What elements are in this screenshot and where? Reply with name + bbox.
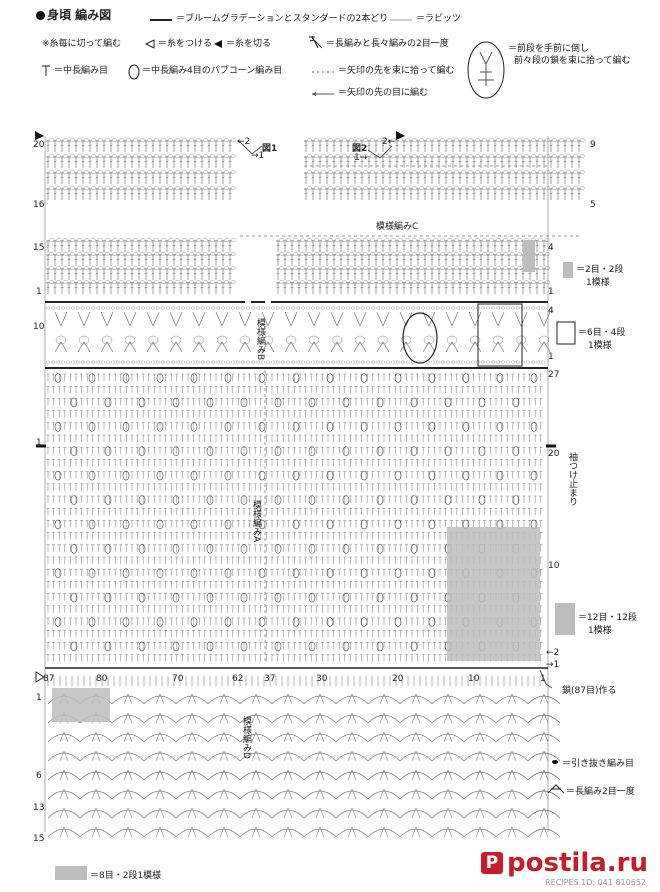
- cut-icon: [396, 131, 405, 140]
- legend-bundle: ＝矢印の先を束に拾って編む: [338, 66, 455, 76]
- fig2-arrow-b: 1→: [354, 153, 368, 163]
- fig1-arrow-b: →1: [251, 151, 265, 161]
- row-number-right: 9: [590, 140, 596, 150]
- stitch-count: 20: [392, 674, 404, 684]
- legend-dc-tr2tog: ＝長編みと長々編みの2目一度: [326, 39, 449, 49]
- row-number-left: 15: [33, 834, 45, 844]
- stitch-count: 30: [316, 674, 328, 684]
- legend-fold-2: 前々段の鎖を束に拾って編む: [514, 56, 631, 66]
- row-number-right: 4: [548, 306, 554, 316]
- legend-swatch-d: [55, 866, 87, 880]
- row-number-left: 15: [33, 243, 45, 253]
- postila-logo-icon: P: [481, 852, 504, 874]
- row-number-right: 4: [548, 243, 554, 253]
- legend-hdc: ＝中長編み目: [54, 66, 109, 76]
- pattern-d-label: 模様編みD: [241, 716, 251, 759]
- chain-label: 鎖(87目)作る: [562, 686, 617, 696]
- fold-oval-icon: [467, 41, 505, 99]
- fig2-arrow-a: 2←: [382, 137, 396, 147]
- fig1-label: 図1: [262, 144, 278, 154]
- stitch-count: 87: [43, 674, 55, 684]
- row-number-left: 10: [33, 322, 45, 332]
- row-number-left: 1: [36, 438, 42, 448]
- pattern-b-label: 模様編みB: [255, 318, 265, 361]
- row-number-right: →1: [546, 660, 560, 670]
- watermark-sub: RECIPES 1D: 041 810652: [545, 878, 646, 887]
- stitch-count: 1: [540, 674, 546, 684]
- row-number-right: 10: [548, 561, 560, 571]
- row-number-left: 6: [36, 771, 42, 781]
- row-number-left: 1: [36, 693, 42, 703]
- bullet-icon: [36, 11, 45, 20]
- legend-fold-1: ＝前段を手前に倒し: [508, 44, 590, 54]
- hdc-icon: [42, 65, 50, 76]
- repeat-box-c: [523, 240, 535, 272]
- stitch-count: 62: [232, 674, 244, 684]
- legend-popcorn: ＝中長編み4目のパプコーン編み目: [142, 66, 283, 76]
- legend-gradation: ＝ブルームグラデーションとスタンダードの2本どり: [176, 14, 389, 24]
- legend-swatch-b: [556, 321, 576, 345]
- legend-cut-each-row: ※糸毎に切って編む: [42, 39, 122, 49]
- repeat-box-a: [447, 527, 540, 661]
- popcorn-icon: [128, 64, 140, 80]
- fig2-label: 図2: [352, 144, 368, 154]
- sleeve-label: 袖つけ止まり: [567, 452, 577, 506]
- row-number-right: 1: [548, 287, 554, 297]
- fold-oval: [402, 312, 438, 364]
- diagram-title: 身頃 編み図: [36, 6, 111, 23]
- row-number-right: 1: [548, 352, 554, 362]
- legend-into-stitch: ＝矢印の先の目に編む: [338, 88, 429, 98]
- cut-icon: [214, 40, 222, 48]
- legend-swatch-a: [555, 603, 575, 635]
- attach-icon: [144, 39, 155, 49]
- legend-cut: ＝糸を切る: [226, 39, 272, 49]
- legend-rabiz: ＝ラビッツ: [416, 14, 462, 24]
- fig1-arrow-a: ←2: [237, 137, 251, 147]
- repeat-box-d: [52, 688, 110, 722]
- dc2tog-icon: [547, 784, 565, 794]
- row-number-left: 1: [36, 287, 42, 297]
- dc-tr2tog-icon: [309, 35, 323, 49]
- attach-icon: [35, 671, 45, 683]
- pattern-c-label: 模様編みC: [376, 222, 419, 232]
- repeat-box-b: [477, 303, 523, 367]
- row-number-left: 20: [33, 140, 45, 150]
- row-number-right: 27: [548, 370, 560, 380]
- legend-attach: ＝糸をつける: [158, 39, 213, 49]
- legend-symbols: [42, 19, 505, 99]
- row-number-right: 5: [590, 200, 596, 210]
- row-number-left: 13: [33, 803, 45, 813]
- pattern-a-label: 模様編みA: [251, 500, 261, 543]
- row-number-left: 16: [33, 200, 45, 210]
- slip-stitch-icon: [552, 760, 558, 764]
- row-number-right: 20: [548, 449, 560, 459]
- stitch-count: 80: [96, 674, 108, 684]
- legend-swatch-c: [563, 262, 573, 278]
- row-number-right: ←2: [546, 648, 560, 658]
- stitch-count: 10: [468, 674, 480, 684]
- dc2tog-legend: ＝長編み2目一度: [566, 787, 635, 797]
- legend: 身頃 編み図 ＝ブルームグラデーションとスタンダードの2本どり ＝ラビッツ ※糸…: [0, 0, 660, 120]
- stitch-count: 37: [264, 674, 276, 684]
- stitch-count: 70: [172, 674, 184, 684]
- repeat-d-note: ＝8目・2段1模様: [90, 871, 162, 881]
- cut-icon: [35, 131, 44, 140]
- slip-stitch-legend: ＝引き抜き編み目: [562, 759, 635, 769]
